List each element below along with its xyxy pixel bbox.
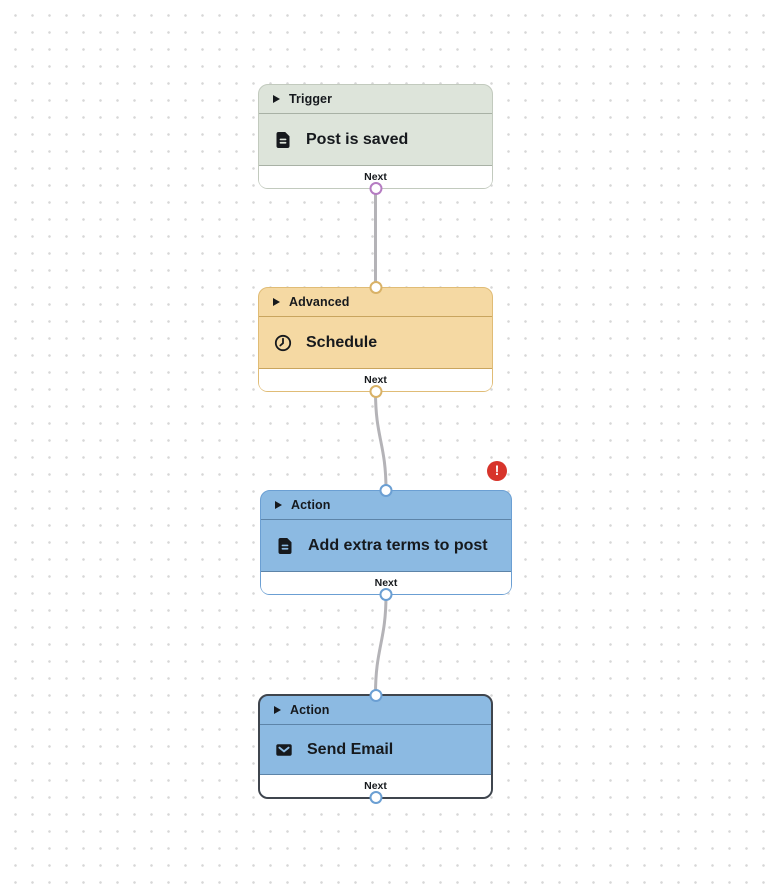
next-label: Next bbox=[364, 780, 387, 792]
input-port[interactable] bbox=[369, 281, 382, 294]
error-badge[interactable]: ! bbox=[487, 461, 507, 481]
node-category-label: Trigger bbox=[289, 92, 333, 106]
node-header[interactable]: Advanced bbox=[259, 288, 492, 317]
node-category-label: Action bbox=[290, 703, 330, 717]
node-header[interactable]: Trigger bbox=[259, 85, 492, 114]
output-port[interactable] bbox=[369, 385, 382, 398]
node-header[interactable]: Action bbox=[261, 491, 511, 520]
output-port[interactable] bbox=[379, 588, 393, 601]
node-next-section: Next bbox=[260, 775, 491, 797]
node-category-label: Advanced bbox=[289, 295, 350, 309]
node-body[interactable]: Send Email bbox=[260, 725, 491, 775]
collapse-triangle-icon[interactable] bbox=[275, 501, 282, 509]
next-label: Next bbox=[374, 577, 398, 589]
connector-edge[interactable] bbox=[374, 391, 388, 491]
collapse-triangle-icon[interactable] bbox=[274, 706, 281, 714]
node-advanced-schedule[interactable]: Advanced Schedule Next bbox=[258, 281, 493, 398]
document-icon bbox=[275, 536, 295, 556]
node-next-section: Next bbox=[259, 369, 492, 391]
node-action-send-email[interactable]: Action Send Email Next bbox=[258, 689, 493, 804]
output-port[interactable] bbox=[369, 182, 382, 195]
next-label: Next bbox=[364, 171, 387, 183]
node-body[interactable]: Post is saved bbox=[259, 114, 492, 166]
node-next-section: Next bbox=[261, 572, 511, 594]
node-body[interactable]: Add extra terms to post bbox=[261, 520, 511, 572]
input-port[interactable] bbox=[379, 484, 393, 497]
output-port[interactable] bbox=[369, 791, 382, 804]
node-category-label: Action bbox=[291, 498, 331, 512]
collapse-triangle-icon[interactable] bbox=[273, 95, 280, 103]
node-title: Send Email bbox=[307, 740, 394, 758]
node-body[interactable]: Schedule bbox=[259, 317, 492, 369]
document-icon bbox=[273, 130, 293, 150]
node-title: Add extra terms to post bbox=[308, 536, 488, 554]
connector-edge[interactable] bbox=[374, 594, 388, 695]
envelope-icon bbox=[274, 740, 294, 760]
node-title: Schedule bbox=[306, 333, 378, 351]
next-label: Next bbox=[364, 374, 387, 386]
node-trigger-post-is-saved[interactable]: Trigger Post is saved Next bbox=[258, 84, 493, 195]
node-header[interactable]: Action bbox=[260, 696, 491, 725]
node-title: Post is saved bbox=[306, 130, 409, 148]
node-action-add-extra-terms[interactable]: Action Add extra terms to post Next ! bbox=[260, 461, 512, 601]
collapse-triangle-icon[interactable] bbox=[273, 298, 280, 306]
clock-icon bbox=[273, 333, 293, 353]
input-port[interactable] bbox=[369, 689, 382, 702]
node-next-section: Next bbox=[259, 166, 492, 188]
